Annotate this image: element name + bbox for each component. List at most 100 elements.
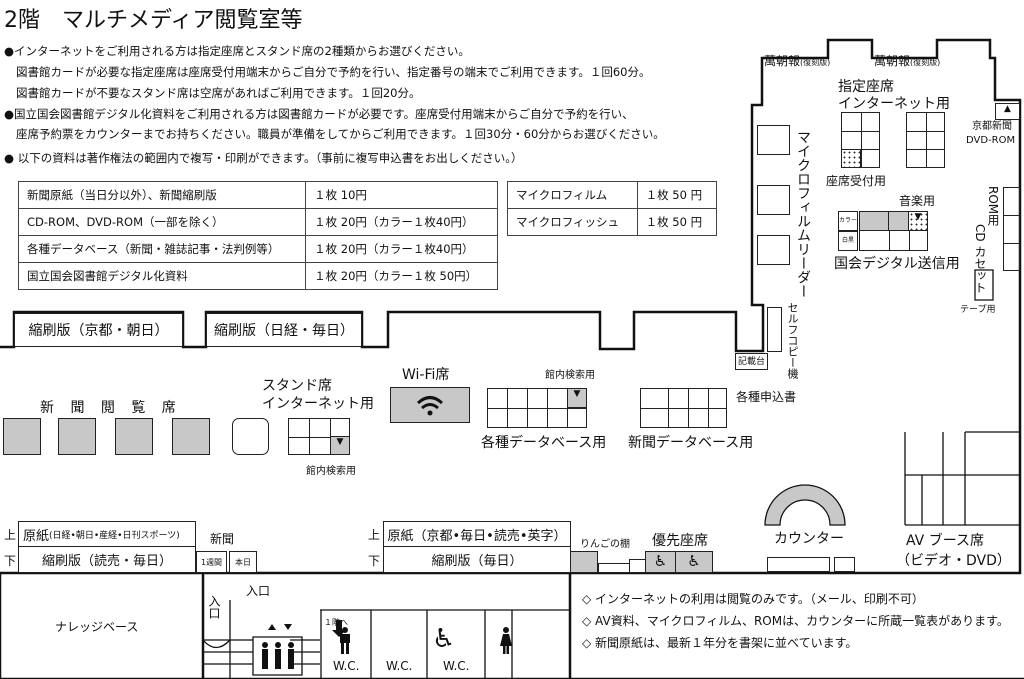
man-icon (340, 627, 350, 654)
music-terminal: ▼ (908, 211, 928, 231)
notice-internet-stand: 図書館カードが不要なスタンド席は空席があればご利用できます。１回20分。 (16, 86, 421, 100)
shelf (598, 563, 630, 573)
stand-seats-label: スタンド席 (262, 378, 332, 394)
newspaper-seats-label: 新 聞 閲 覧 席 (40, 400, 182, 416)
today-shelf: 本日 (229, 551, 257, 573)
fee-price: １枚 50 円 (636, 181, 718, 209)
upper-label: 上 (4, 528, 17, 542)
note-av: ◇ AV資料、マイクロフィルム、ROMは、カウンターに所蔵一覧表があります。 (582, 614, 1009, 628)
fee-price: １枚 20円（カラー１枚40円） (305, 208, 498, 236)
newspaper-label: 新聞 (210, 532, 235, 546)
upper-label: 上 (368, 528, 381, 542)
wc-women-label: W.C. (443, 659, 470, 673)
microfilm-reader (757, 125, 790, 155)
kyoto-dvd-shelf: ▲ (995, 103, 1020, 120)
mono-terminal: 白黒 (838, 231, 858, 251)
microfilm-reader (757, 235, 790, 265)
tape-use-label: テープ用 (960, 305, 996, 315)
wifi-icon (416, 396, 444, 416)
notice-ndl: ●国立国会図書館デジタル化資料をご利用される方は図書館カードが必要です。座席受付… (4, 107, 634, 121)
self-copy-label: セルフコピー機 (786, 302, 799, 379)
wc-men-label: W.C. (333, 659, 360, 673)
notice-ndl-2: 座席予約票をカウンターまでお持ちください。職員が準備をしてからご利用できます。１… (16, 127, 665, 141)
entrance-label: 入口 (246, 584, 271, 598)
news-database-label: 新聞データベース用 (628, 435, 754, 451)
color-terminal: カラー (838, 211, 858, 231)
wheelchair-icon: ♿ (645, 551, 676, 573)
wheelchair-icon: ♿ (675, 551, 713, 573)
reserved-seat-grid (906, 112, 945, 168)
newspaper-seat (58, 418, 96, 455)
fee-price: １枚 20円（カラー１枚 50円） (305, 262, 498, 290)
yorozu-text: 萬朝報 (764, 54, 801, 68)
notice-internet: ●インターネットをご利用される方は指定座席とスタンド席の2種類からお選びください… (4, 44, 470, 58)
lower-label: 下 (4, 554, 17, 568)
newspaper-seat (115, 418, 153, 455)
fee-price: １枚 10円 (305, 181, 498, 209)
round-table (232, 418, 269, 455)
entrance-vertical-label: 入口 (207, 595, 221, 619)
kyoto-shimbun-label: 京都新聞 (972, 121, 1012, 132)
fee-item: CD-ROM、DVD-ROM（一部を除く） (17, 208, 307, 236)
seat-reception-label: 座席受付用 (826, 174, 887, 188)
counter-desk-small (834, 557, 855, 572)
yorozu-sub: (復刻版) (800, 58, 831, 67)
cd-cassette-label: CD カセット (973, 224, 987, 294)
shelf-reduced-left: 縮刷版（読売・毎日） (18, 546, 196, 573)
catalog-search-label: 館内検索用 (545, 370, 595, 381)
page-title: 2階 マルチメディア閲覧室等 (4, 8, 303, 33)
one-week-shelf: 1週間 (196, 551, 227, 573)
shelf-nikkei-mainichi: 縮刷版（日経・毎日） (206, 313, 362, 347)
elevator-icon (262, 642, 294, 669)
table-row: CD-ROM、DVD-ROM（一部を除く）１枚 20円（カラー１枚40円） (17, 208, 498, 236)
shelf-reduced-right: 縮刷版（毎日） (383, 546, 571, 573)
rom-use-label: ROM用 (986, 186, 1000, 227)
counter-desk-front (767, 557, 830, 572)
original-label: 原紙 (23, 528, 50, 544)
woman-icon (500, 627, 512, 654)
original-papers: (日経•朝日•産経•日刊スポーツ) (49, 530, 180, 541)
shelf-original-right: 原紙（京都•毎日•読売•英字） (383, 521, 571, 547)
dvd-rom-label: DVD-ROM (966, 135, 1016, 146)
yorozu-label: 萬朝報(復刻版) (764, 52, 830, 69)
news-database-seat-grid (640, 388, 727, 428)
seat-reception-terminal (841, 149, 861, 168)
knowledge-base-label: ナレッジベース (55, 620, 139, 634)
rom-shelf (1003, 187, 1020, 271)
notice-internet-reserved: 図書館カードが必要な指定座席は座席受付用端末からご自分で予約を行い、指定番号の端… (16, 65, 651, 79)
fee-item: マイクロフィルム (507, 181, 638, 209)
to-first-floor-label: １階へ (324, 618, 348, 627)
shelf (629, 559, 646, 573)
priority-seats-label: 優先座席 (652, 533, 708, 549)
ndl-digital-label: 国会デジタル送信用 (834, 256, 960, 272)
shelf-original-left: 原紙(日経•朝日•産経•日刊スポーツ) (18, 521, 196, 547)
wc-accessible-label: W.C. (386, 659, 413, 673)
reserved-internet-label: インターネット用 (838, 96, 950, 112)
fee-item: マイクロフィッシュ (507, 208, 638, 236)
av-booth-label: AV ブース席 (906, 533, 985, 549)
counter-label: カウンター (774, 531, 844, 547)
ndl-terminal (888, 211, 909, 231)
catalog-terminal: ▼ (330, 436, 350, 455)
shelf-kyoto-asahi: 縮刷版（京都・朝日） (14, 313, 183, 347)
yorozu-sub: (復刻版) (910, 58, 941, 67)
note-newspaper: ◇ 新聞原紙は、最新１年分を書架に並べています。 (582, 636, 858, 650)
note-internet: ◇ インターネットの利用は閲覧のみです。（メール、印刷不可） (582, 592, 924, 606)
fee-price: １枚 50 円 (636, 208, 718, 236)
counter-desk (764, 484, 846, 526)
self-copy-machine (767, 307, 782, 352)
ndl-terminal (859, 211, 889, 231)
notice-copy: ● 以下の資料は著作権法の範囲内で複写・印刷ができます。（事前に複写申込書をお出… (4, 151, 523, 165)
newspaper-seat (172, 418, 210, 455)
fee-price: １枚 20円（カラー１枚40円） (305, 235, 498, 263)
stand-internet-label: インターネット用 (262, 396, 374, 412)
microfilm-reader-label: マイクロフィルムリーダー (795, 130, 811, 298)
music-use-label: 音楽用 (899, 194, 936, 208)
microfilm-reader (757, 185, 790, 215)
apple-shelf (570, 551, 598, 573)
